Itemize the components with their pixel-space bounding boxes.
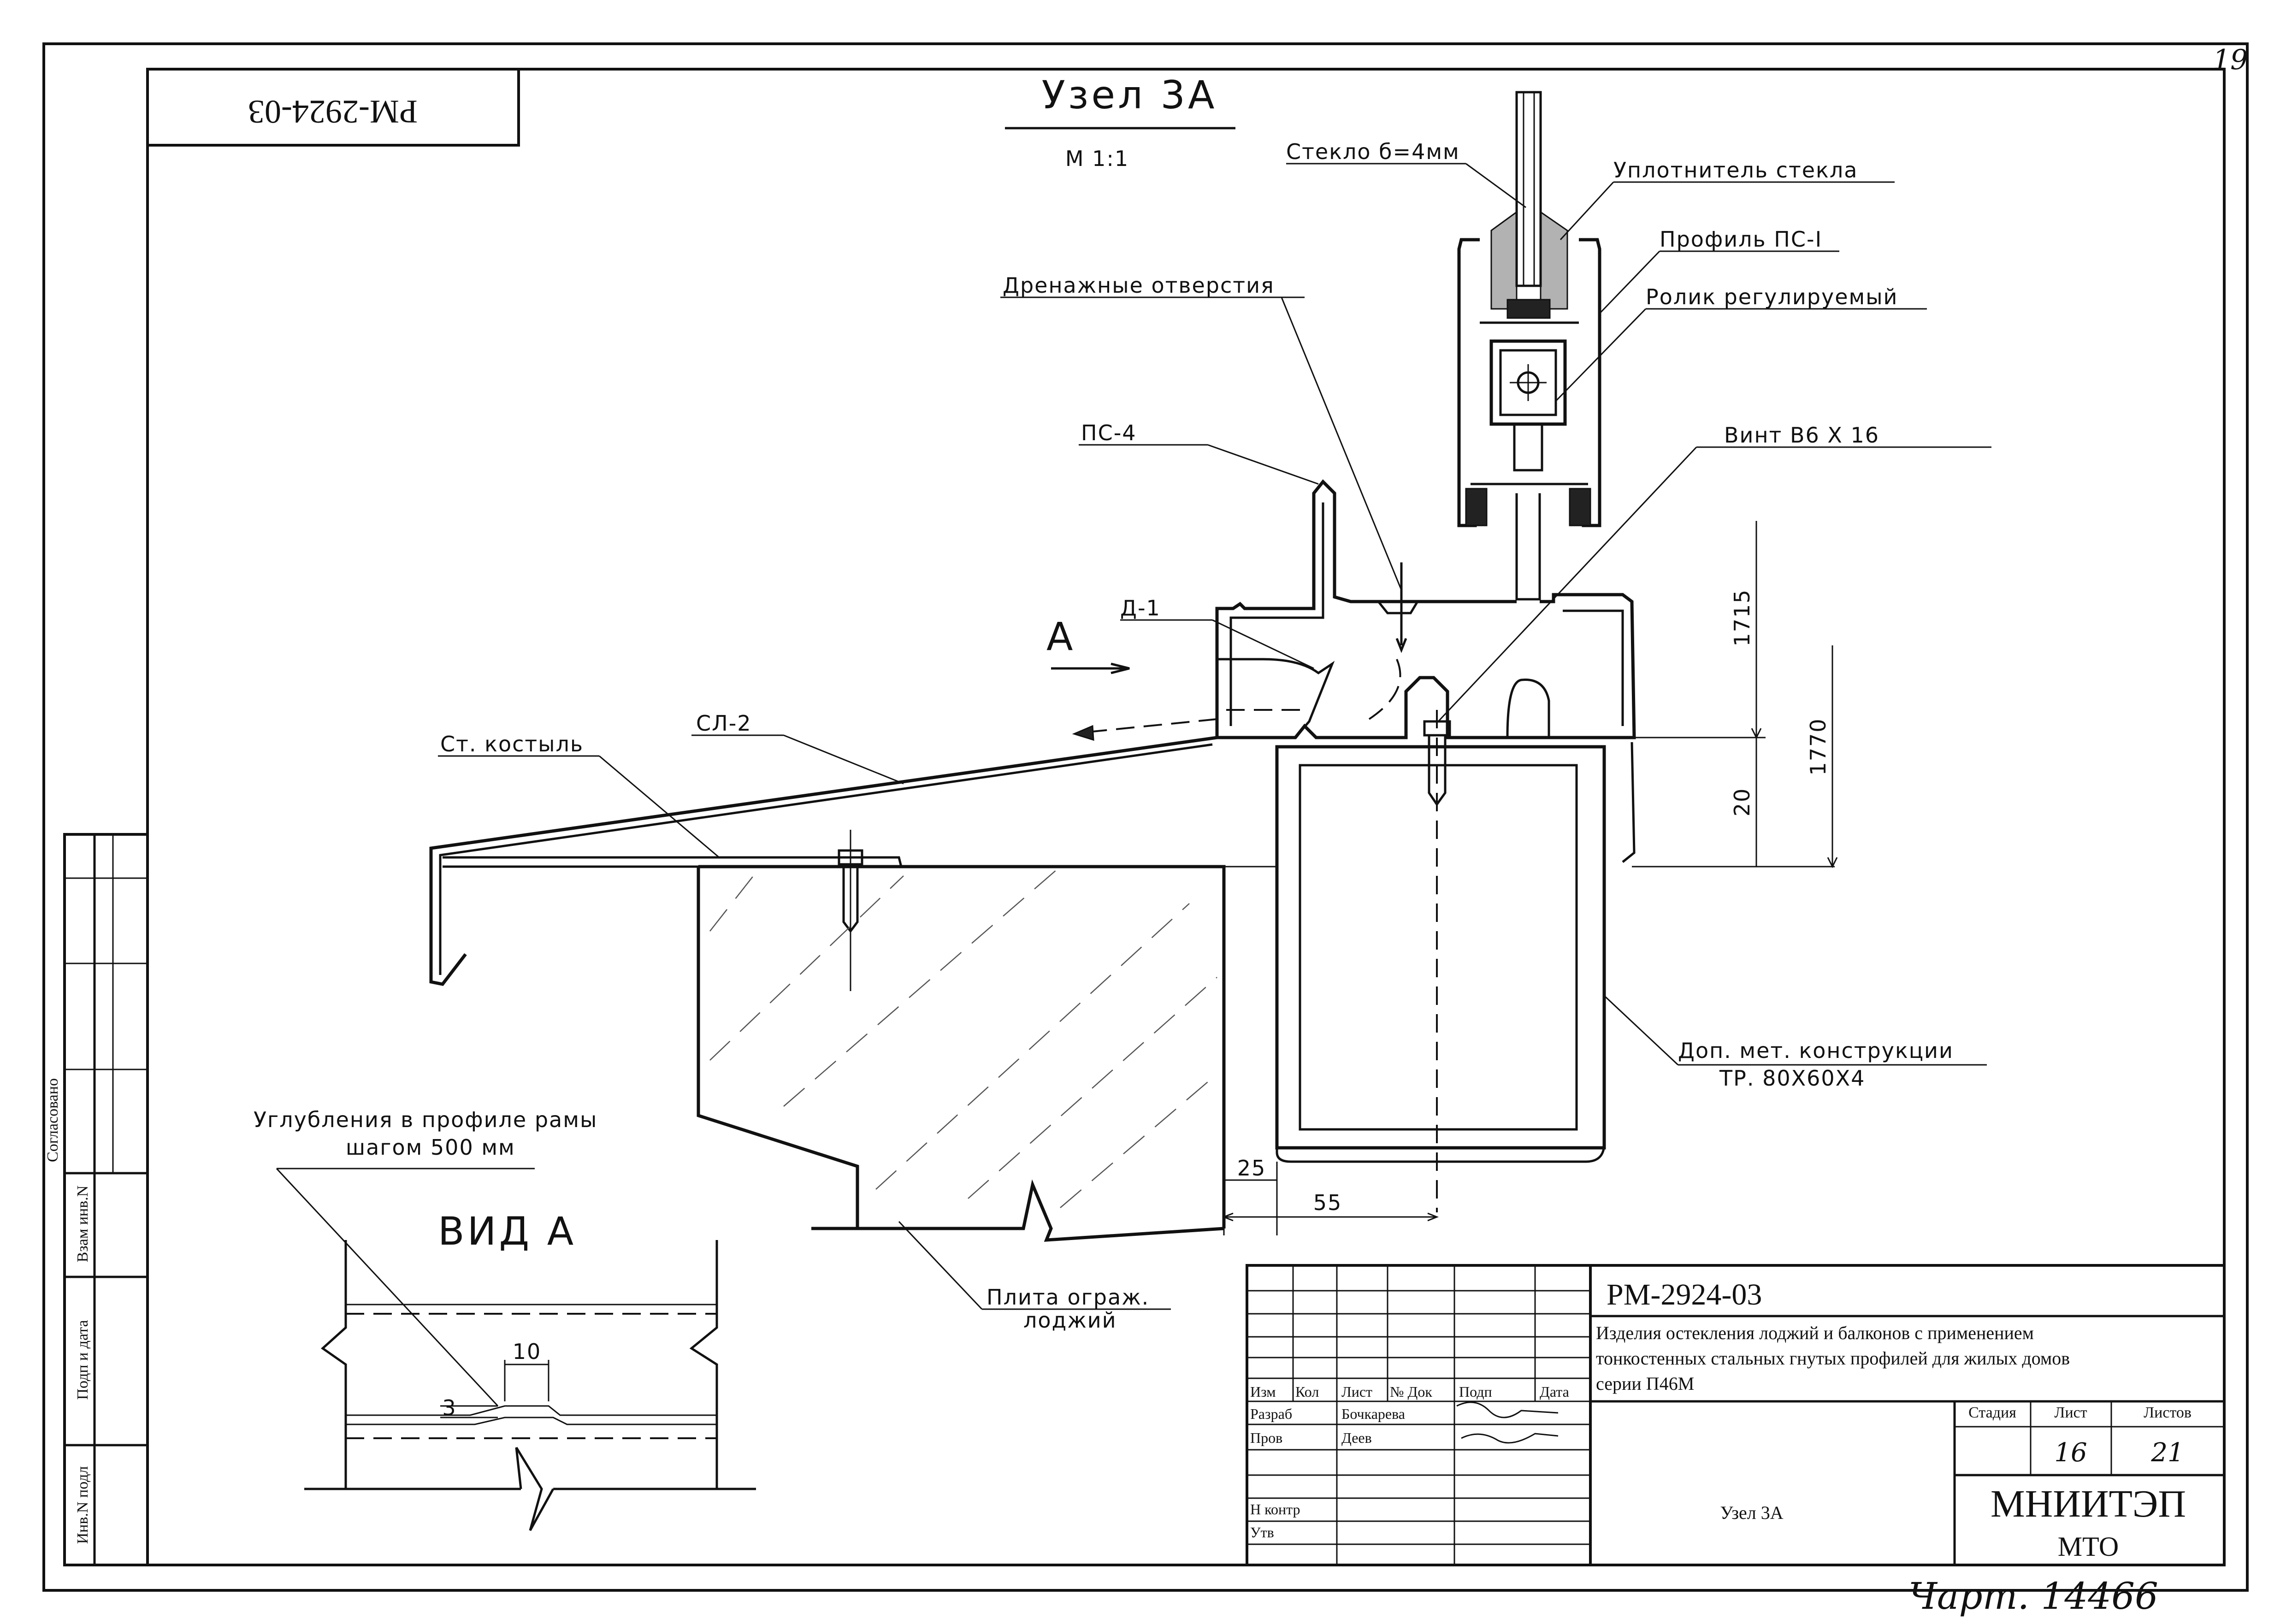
tb-org-2: МТО [2058, 1531, 2119, 1562]
label-profile-ps1: Профиль ПС-I [1660, 227, 1822, 252]
tb-col-kol: Кол [1295, 1383, 1319, 1400]
steel-tube [1275, 742, 1636, 1163]
top-stamp: РМ-2924-03 [146, 68, 520, 147]
label-extra-struct-2: ТР. 80Х60Х4 [1719, 1066, 1865, 1091]
side-stamp [63, 833, 149, 1566]
top-stamp-code: РМ-2924-03 [248, 93, 418, 130]
view-a-title: ВИД А [438, 1209, 576, 1254]
loggia-slab [697, 865, 1226, 1242]
side-agreed: Согласовано [44, 1078, 61, 1162]
dim-3: 3 [442, 1395, 456, 1420]
tb-drawing-name: Узел 3А [1720, 1502, 1783, 1523]
dim-20: 20 [1730, 788, 1754, 817]
signature-1 [1456, 1401, 1559, 1418]
title-block [1246, 1264, 2226, 1566]
label-recess-2: шагом 500 мм [346, 1135, 515, 1160]
label-slab-1: Плита ограж. [987, 1285, 1149, 1310]
tb-col-sign: Подп [1459, 1383, 1492, 1400]
dim-55: 55 [1313, 1190, 1342, 1215]
scale-label: М 1:1 [1065, 146, 1129, 171]
dim-1715: 1715 [1730, 589, 1754, 646]
signature-2 [1461, 1433, 1559, 1444]
slab-screw [838, 830, 863, 991]
view-a-detail [304, 1240, 756, 1531]
label-recess-1: Углубления в профиле рамы [254, 1107, 597, 1132]
guide-rail [1515, 493, 1541, 601]
sheet-number: 19 [2213, 44, 2248, 76]
tb-role-0: Разраб [1250, 1405, 1292, 1422]
tb-role-1: Пров [1250, 1429, 1282, 1446]
screw-b6 [1423, 710, 1451, 1212]
handwritten-note: Чарт. 14466 [1908, 1575, 2158, 1618]
glass-seal [1490, 211, 1568, 319]
label-drainage: Дренажные отверстия [1003, 273, 1275, 298]
tb-role-2: Н контр [1250, 1501, 1300, 1518]
tb-org-1: МНИИТЭП [1991, 1482, 2186, 1525]
tb-name-0: Бочкарева [1341, 1405, 1405, 1422]
tb-stage-label: Стадия [1968, 1404, 2016, 1421]
label-d1: Д-1 [1120, 596, 1161, 620]
label-sl2: СЛ-2 [696, 711, 752, 736]
outer-frame [42, 42, 2249, 1592]
tb-col-doc: № Док [1390, 1383, 1432, 1400]
node-title: Узел 3А [1042, 72, 1217, 118]
glass-pane [1515, 91, 1542, 287]
part-d1 [1217, 658, 1335, 738]
tb-desc-2: тонкостенных стальных гнутых профилей дл… [1596, 1348, 2070, 1369]
steel-crutch [443, 856, 903, 868]
dim-10: 10 [513, 1339, 542, 1364]
label-crutch: Ст. костыль [440, 732, 584, 756]
side-inv-orig: Инв.N подл [74, 1466, 91, 1544]
drain-flow-curve [1368, 659, 1401, 720]
drain-flow-out [1078, 718, 1217, 734]
dimension-lines [1222, 521, 1838, 1235]
dim-25: 25 [1237, 1156, 1266, 1181]
side-replace-inv: Взам инв.N [74, 1186, 91, 1263]
tb-sheets-label: Листов [2144, 1404, 2192, 1421]
label-seal: Уплотнитель стекла [1613, 158, 1858, 183]
tb-col-list: Лист [1341, 1383, 1372, 1400]
tb-sheet-value: 16 [2054, 1438, 2087, 1468]
label-extra-struct-1: Доп. мет. конструкции [1678, 1038, 1954, 1063]
leader-lines [276, 163, 1991, 1407]
tb-desc-1: Изделия остекления лоджий и балконов с п… [1596, 1323, 2034, 1343]
tb-sheets-value: 21 [2150, 1438, 2184, 1468]
tb-desc-3: серии П46М [1596, 1373, 1694, 1394]
tb-name-1: Деев [1341, 1429, 1372, 1446]
side-sign-date: Подп и дата [74, 1320, 91, 1400]
label-glass: Стекло б=4мм [1286, 139, 1460, 164]
view-arrow-label: А [1046, 614, 1075, 659]
label-screw: Винт В6 Х 16 [1724, 423, 1879, 448]
inner-frame [146, 68, 2226, 1566]
sill-sl2 [429, 736, 1217, 986]
tb-sheet-label: Лист [2054, 1404, 2087, 1421]
tb-doc-code: РМ-2924-03 [1607, 1278, 1762, 1311]
label-slab-2: лоджий [1023, 1308, 1117, 1333]
tb-col-izm: Изм [1250, 1383, 1276, 1400]
tb-role-3: Утв [1250, 1524, 1274, 1541]
dim-1770: 1770 [1806, 718, 1831, 775]
label-roller: Ролик регулируемый [1646, 284, 1898, 309]
adjustable-roller [1465, 339, 1591, 526]
tb-col-date: Дата [1540, 1383, 1569, 1400]
label-ps4: ПС-4 [1081, 420, 1137, 445]
